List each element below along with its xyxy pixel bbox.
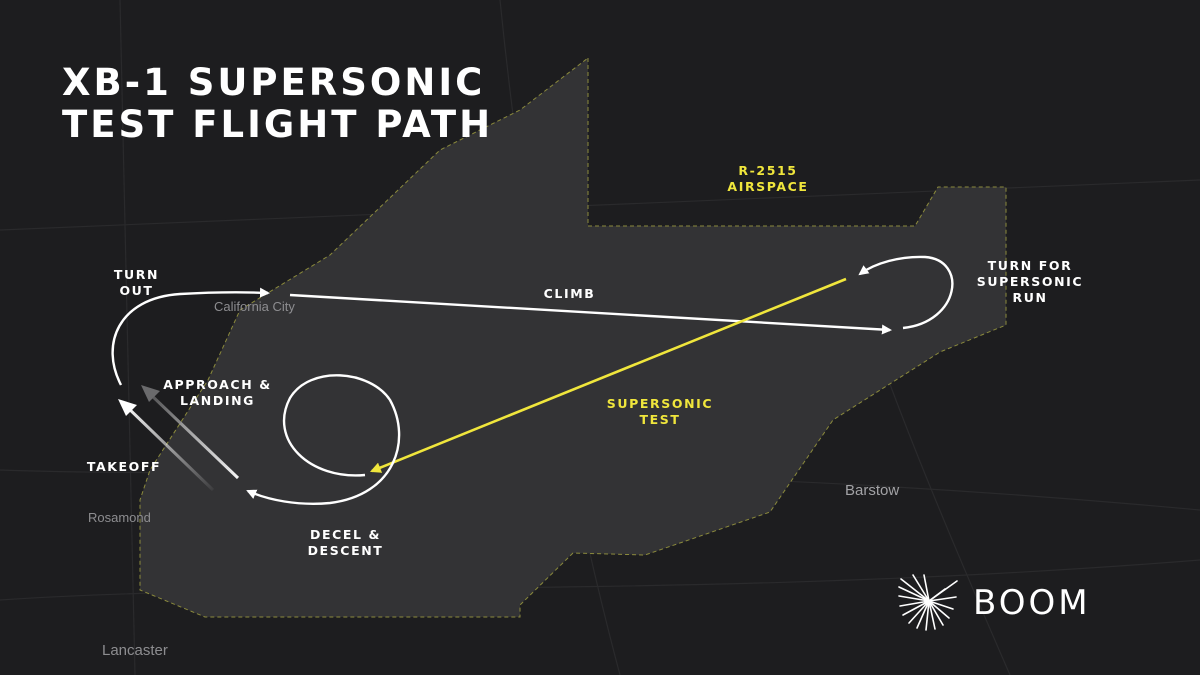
climb-label: CLIMB <box>543 286 596 301</box>
decel-descent-label: DECEL & DESCENT <box>307 527 384 558</box>
takeoff-path <box>124 404 215 492</box>
supersonic-test-label: SUPERSONIC TEST <box>606 396 714 427</box>
title-line-1: XB-1 SUPERSONIC <box>62 61 486 104</box>
boom-starburst-icon <box>898 574 958 631</box>
town-label-rosamond: Rosamond <box>88 510 151 525</box>
approach-landing-label: APPROACH & LANDING <box>163 377 272 408</box>
title-line-2: TEST FLIGHT PATH <box>62 103 494 146</box>
town-label-california-city: California City <box>214 299 295 314</box>
town-label-lancaster: Lancaster <box>102 642 168 659</box>
turn-out-label: TURN OUT <box>113 267 160 298</box>
page-title: XB-1 SUPERSONIC TEST FLIGHT PATH <box>62 62 493 146</box>
approach-landing-path <box>148 392 240 480</box>
supersonic-run-path <box>369 277 847 473</box>
airspace-label: R-2515 AIRSPACE <box>727 163 809 194</box>
town-label-barstow: Barstow <box>845 482 900 499</box>
turn-for-supersonic-label: TURN FOR SUPERSONIC RUN <box>976 258 1084 305</box>
turn-out-path <box>111 287 271 386</box>
boom-wordmark: BOOM <box>973 583 1091 623</box>
approach-arrowhead <box>141 385 160 402</box>
takeoff-arrowhead <box>118 399 137 416</box>
takeoff-label: TAKEOFF <box>86 459 162 474</box>
decel-descent-loop-path <box>246 374 401 505</box>
turn-for-supersonic-path <box>858 255 954 330</box>
climb-path <box>289 293 893 335</box>
